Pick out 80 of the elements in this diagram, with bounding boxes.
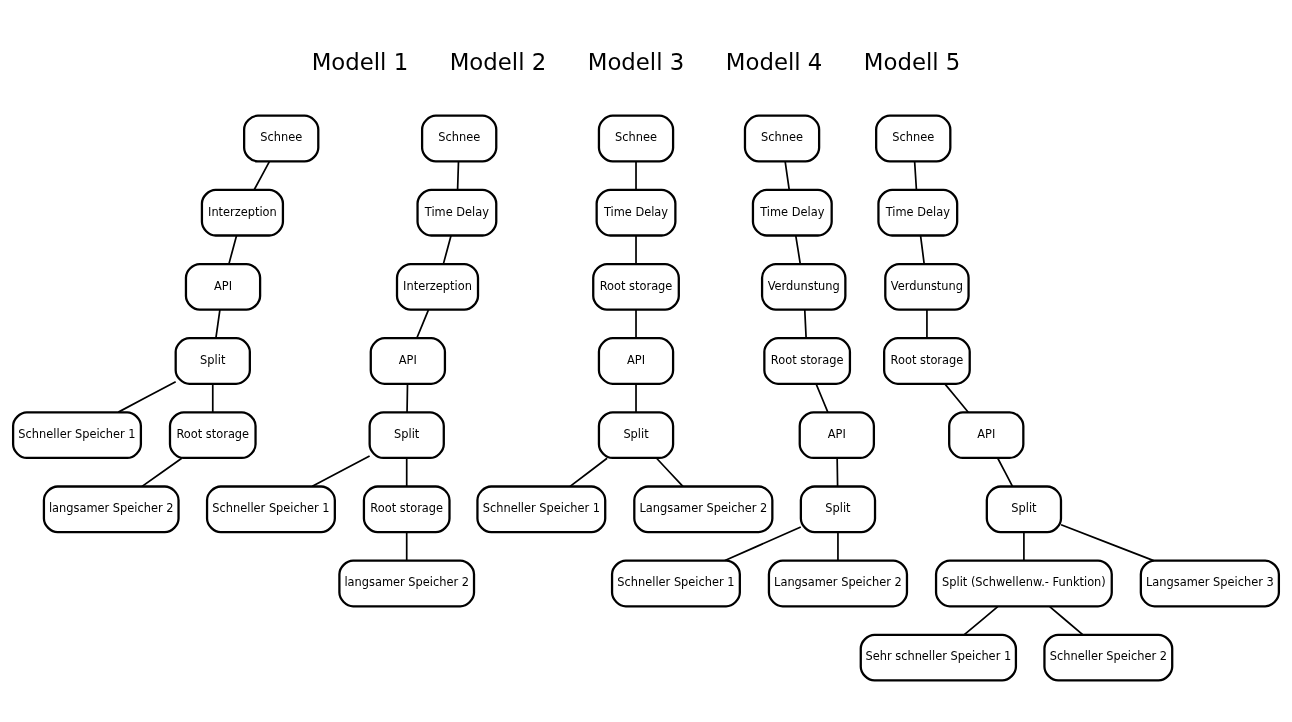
node-box: Langsamer Speicher 3: [1139, 559, 1281, 608]
label: Modell 5: [863, 49, 961, 76]
node-box: Split: [368, 411, 445, 460]
label: Modell 4: [725, 49, 823, 76]
connector: [837, 531, 839, 562]
connector: [724, 526, 802, 562]
connector: [784, 160, 791, 191]
node-box: Time Delay: [877, 188, 959, 237]
node-box: Schnee: [743, 114, 821, 163]
node-box: Schnee: [875, 114, 952, 163]
connector: [1048, 605, 1084, 636]
node-box: Schnee: [243, 114, 320, 163]
connector: [416, 309, 430, 339]
connector: [815, 383, 829, 414]
node-box: Time Delay: [416, 188, 498, 237]
label: Modell 3: [587, 49, 685, 76]
node-box: API: [798, 411, 875, 460]
connector: [963, 605, 999, 636]
connector: [1060, 523, 1155, 562]
connector: [311, 455, 371, 488]
node-box: Schnee: [420, 114, 498, 163]
node-box: Schneller Speicher 1: [205, 485, 336, 534]
node-box: Root storage: [763, 337, 852, 385]
connector: [635, 160, 637, 191]
connector: [406, 383, 409, 414]
connector: [944, 383, 970, 414]
node-box: API: [948, 411, 1025, 460]
node-box: Interzeption: [200, 188, 285, 237]
node-box: API: [369, 337, 447, 385]
connector: [803, 309, 807, 339]
connector: [456, 160, 460, 191]
node-box: Verdunstung: [760, 262, 847, 311]
node-box: Root storage: [883, 337, 971, 385]
node-box: Split (Schwellenw.- Funktion): [934, 559, 1113, 608]
node-box: Root storage: [362, 485, 451, 534]
node-box: Interzeption: [395, 262, 480, 311]
node-box: API: [184, 262, 262, 311]
node-box: Schnee: [597, 114, 675, 163]
node-box: langsamer Speicher 2: [338, 559, 476, 608]
connector: [655, 457, 684, 488]
node-box: Langsamer Speicher 2: [767, 559, 909, 608]
node-box: Split: [597, 411, 675, 460]
connector: [635, 383, 637, 414]
connector: [1023, 531, 1025, 562]
connector: [794, 234, 802, 265]
node-box: langsamer Speicher 2: [42, 485, 180, 534]
connector: [211, 383, 214, 414]
connector: [405, 457, 408, 488]
connector: [919, 234, 925, 265]
connector: [117, 380, 177, 413]
node-box: Schneller Speicher 1: [11, 411, 143, 460]
node-box: Time Delay: [751, 188, 833, 237]
connector: [635, 234, 637, 265]
connector: [141, 457, 183, 488]
node-box: Split: [985, 485, 1063, 534]
connector: [442, 234, 452, 265]
node-box: Root storage: [168, 411, 257, 460]
label: Modell 2: [449, 49, 547, 76]
connector: [228, 234, 238, 265]
node-box: Time Delay: [595, 188, 677, 237]
node-box: Schneller Speicher 1: [476, 485, 607, 534]
node-box: Sehr schneller Speicher 1: [859, 633, 1018, 682]
connector: [253, 160, 271, 191]
node-box: Split: [799, 485, 877, 534]
node-box: Schneller Speicher 1: [610, 559, 741, 608]
node-box: Langsamer Speicher 2: [633, 485, 774, 534]
connector: [405, 531, 408, 562]
connector: [215, 309, 221, 339]
node-box: Verdunstung: [884, 262, 970, 311]
connector: [996, 457, 1014, 488]
label: Modell 1: [311, 49, 409, 76]
connector: [836, 457, 839, 488]
connector: [635, 309, 637, 339]
node-box: Root storage: [592, 262, 680, 311]
connector: [569, 457, 608, 488]
connector: [913, 160, 918, 191]
connector: [926, 309, 928, 339]
node-box: Split: [174, 337, 251, 385]
node-box: Schneller Speicher 2: [1043, 633, 1174, 682]
node-box: API: [597, 337, 675, 385]
